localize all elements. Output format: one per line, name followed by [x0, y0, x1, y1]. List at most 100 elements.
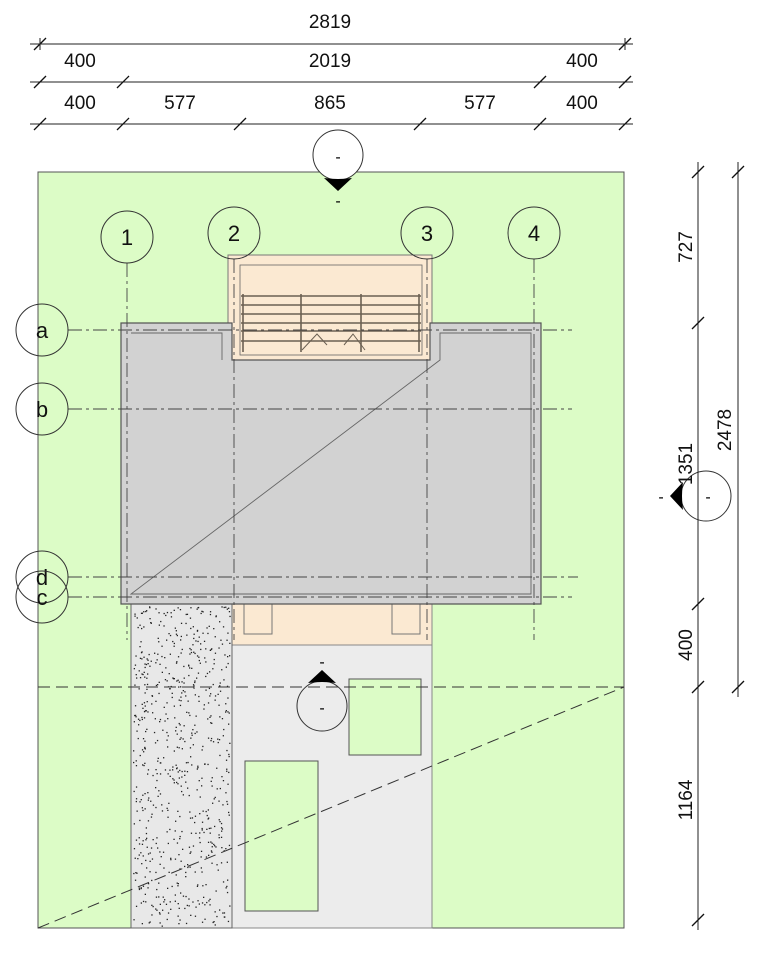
planter-small: [348, 678, 422, 756]
gravel-dot: [215, 846, 217, 848]
gravel-dot: [136, 617, 138, 619]
gravel-dot: [133, 750, 135, 752]
gravel-dot: [137, 858, 139, 860]
gravel-dot: [149, 852, 151, 854]
gravel-dot: [194, 681, 196, 684]
gravel-dot: [154, 742, 157, 744]
gravel-dot: [222, 735, 224, 737]
roof: [120, 322, 542, 605]
stairs: [241, 294, 421, 352]
gravel-dot: [173, 750, 175, 752]
gravel-dot: [144, 705, 146, 707]
gravel-dot: [197, 900, 199, 902]
gravel-dot: [214, 652, 217, 654]
gravel-dot: [171, 692, 173, 694]
gravel-dot: [195, 832, 197, 834]
gravel-dot: [140, 641, 142, 643]
gravel-dot: [199, 813, 201, 815]
dimension-top-row3: 400 577 865 577 400: [30, 93, 633, 131]
gravel-dot: [145, 832, 148, 835]
gravel-dot: [181, 692, 183, 694]
gravel-dot: [169, 828, 171, 831]
gravel-dot: [149, 618, 151, 620]
gravel-dot: [205, 856, 208, 858]
gravel-dot: [135, 786, 138, 788]
gravel-dot: [136, 810, 138, 812]
gravel-dot: [142, 673, 144, 676]
gravel-dot: [209, 695, 211, 697]
svg-text:b: b: [36, 397, 48, 422]
gravel-dot: [179, 724, 181, 726]
gravel-dot: [189, 667, 191, 669]
gravel-dot: [226, 891, 229, 894]
gravel-dot: [197, 640, 199, 643]
gravel-dot: [179, 704, 182, 707]
gravel-dot: [134, 613, 136, 615]
gravel-dot: [141, 703, 143, 705]
gravel-dot: [178, 923, 180, 925]
gravel-dot: [178, 854, 180, 856]
gravel-dot: [182, 895, 185, 897]
gravel-dot: [207, 763, 209, 766]
gravel-dot: [156, 779, 158, 782]
gravel-dot: [159, 922, 161, 924]
gravel-dot: [192, 684, 195, 686]
gravel-dot: [143, 671, 145, 673]
gravel-dot: [223, 916, 225, 918]
gravel-dot: [223, 728, 225, 731]
gravel-dot: [163, 867, 165, 869]
gravel-dot: [141, 923, 143, 925]
gravel-dot: [221, 643, 224, 645]
gravel-dot: [185, 695, 187, 697]
gravel-dot: [228, 844, 231, 847]
gravel-dot: [227, 656, 229, 658]
gravel-dot: [193, 637, 195, 640]
svg-text:400: 400: [566, 93, 598, 114]
gravel-dot: [211, 785, 213, 787]
gravel-dot: [169, 901, 171, 903]
gravel-dot: [159, 903, 161, 905]
grid-bubble-1: 1: [100, 210, 154, 264]
gravel-dot: [146, 610, 148, 612]
gravel-dot: [135, 800, 137, 803]
gravel-dot: [185, 622, 187, 625]
gravel-dot: [204, 763, 206, 765]
gravel-dot: [181, 770, 183, 773]
gravel-dot: [190, 627, 192, 630]
gravel-dot: [134, 714, 136, 717]
gravel-dot: [205, 675, 207, 678]
gravel-dot: [148, 922, 150, 924]
planter-large: [244, 760, 319, 912]
gravel-dot: [210, 827, 212, 829]
gravel-dot: [150, 800, 152, 802]
gravel-dot: [157, 637, 159, 639]
gravel-dot: [158, 641, 160, 643]
gravel-dot: [177, 656, 180, 658]
gravel-dot: [198, 656, 200, 658]
gravel-dot: [190, 651, 193, 654]
svg-text:-: -: [319, 700, 324, 717]
gravel-dot: [211, 846, 213, 848]
gravel-dot: [185, 762, 188, 764]
gravel-dot: [192, 626, 194, 628]
gravel-dot: [227, 662, 229, 665]
gravel-dot: [196, 677, 198, 679]
gravel-dot: [211, 777, 213, 779]
gravel-dot: [175, 726, 177, 728]
gravel-dot: [198, 837, 201, 839]
gravel-dot: [188, 712, 190, 714]
gravel-dot: [220, 639, 222, 641]
gravel-dot: [214, 796, 216, 799]
gravel-dot: [218, 704, 220, 706]
gravel-dot: [143, 764, 145, 767]
gravel-dot: [225, 848, 227, 850]
gravel-dot: [155, 871, 157, 874]
gravel-dot: [194, 821, 196, 824]
gravel-dot: [142, 764, 144, 766]
gravel-dot: [218, 800, 220, 802]
gravel-dot: [182, 848, 184, 850]
gravel-dot: [172, 769, 174, 771]
gravel-dot: [146, 837, 148, 839]
gravel-dot: [173, 645, 175, 647]
svg-text:c: c: [37, 585, 48, 610]
